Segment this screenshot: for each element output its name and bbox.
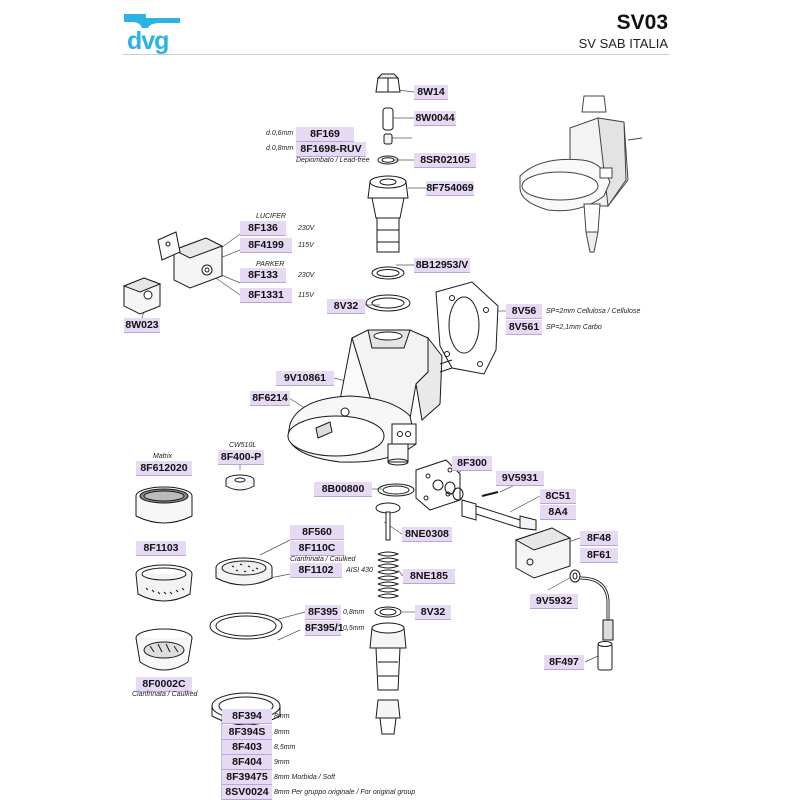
- note-115v-b: 115V: [298, 292, 314, 299]
- part-label-8f395[interactable]: 8F395: [305, 605, 341, 620]
- note-matrix: Matrix: [153, 453, 173, 460]
- note-lucifer: LUCIFER: [256, 213, 286, 220]
- part-label-9v5932[interactable]: 9V5932: [530, 594, 578, 609]
- part-label-9v5931[interactable]: 9V5931: [496, 471, 544, 486]
- part-label-8v32-top[interactable]: 8V32: [327, 299, 365, 314]
- part-label-8f404[interactable]: 8F404: [222, 755, 272, 770]
- part-label-8f6214[interactable]: 8F6214: [250, 391, 290, 406]
- part-label-8f136[interactable]: 8F136: [240, 221, 286, 236]
- note-230v-b: 230V: [298, 272, 315, 279]
- part-label-8f133[interactable]: 8F133: [240, 268, 286, 283]
- part-label-8v561[interactable]: 8V561: [506, 320, 542, 335]
- part-label-8b12953v[interactable]: 8B12953/V: [414, 258, 470, 273]
- part-label-8f1331[interactable]: 8F1331: [240, 288, 292, 303]
- part-label-8f110c[interactable]: 8F110C: [290, 541, 344, 556]
- part-label-8f39475[interactable]: 8F39475: [222, 770, 272, 785]
- note-cw510l: CW510L: [229, 442, 257, 449]
- part-label-8w0044[interactable]: 8W0044: [414, 111, 456, 126]
- note-aisi430: AISI 430: [346, 567, 373, 574]
- part-label-8f61[interactable]: 8F61: [580, 548, 618, 563]
- part-label-8v32-bottom[interactable]: 8V32: [415, 605, 451, 620]
- note-8mm-a: 8mm: [274, 713, 290, 720]
- part-label-8f395-1[interactable]: 8F395/1: [305, 621, 344, 636]
- dvg-logo-mark: [124, 14, 180, 28]
- part-label-8f48[interactable]: 8F48: [580, 531, 618, 546]
- logo: dvg: [127, 27, 169, 55]
- part-label-8f1102[interactable]: 8F1102: [290, 563, 342, 578]
- note-sp21: SP=2,1mm Carbo: [546, 324, 602, 331]
- part-label-8f4199[interactable]: 8F4199: [240, 238, 292, 253]
- part-label-8c51[interactable]: 8C51: [540, 489, 576, 504]
- part-label-8sv0024[interactable]: 8SV0024: [222, 785, 272, 800]
- part-label-8f560[interactable]: 8F560: [290, 525, 344, 540]
- note-lead-free: Depiombato / Lead-free: [296, 157, 370, 164]
- note-8mm-b: 8mm: [274, 729, 290, 736]
- part-label-8ne185[interactable]: 8NE185: [403, 569, 455, 584]
- part-label-8f394[interactable]: 8F394: [222, 709, 272, 724]
- note-d08: d.0,8mm: [266, 145, 294, 152]
- part-label-8a4[interactable]: 8A4: [540, 505, 576, 520]
- note-d06: d.0,6mm: [266, 130, 294, 137]
- part-label-9v10861[interactable]: 9V10861: [276, 371, 334, 386]
- part-label-8sr02105[interactable]: 8SR02105: [414, 153, 476, 168]
- part-label-8ne0308[interactable]: 8NE0308: [402, 527, 452, 542]
- part-label-8f497[interactable]: 8F497: [544, 655, 584, 670]
- part-label-8f1103[interactable]: 8F1103: [136, 541, 186, 556]
- note-sp2: SP=2mm Cellulosa / Cellulose: [546, 308, 641, 315]
- note-caulked-1: Cianfrinata / Caulked: [290, 556, 356, 563]
- part-label-8w023[interactable]: 8W023: [124, 318, 160, 333]
- part-label-8f169[interactable]: 8F169: [296, 127, 354, 142]
- part-label-8f403[interactable]: 8F403: [222, 740, 272, 755]
- part-label-8f394s[interactable]: 8F394S: [222, 725, 272, 740]
- part-label-8f754069[interactable]: 8F754069: [426, 181, 474, 196]
- note-parker: PARKER: [256, 261, 285, 268]
- part-label-8b00800[interactable]: 8B00800: [314, 482, 372, 497]
- note-115v-a: 115V: [298, 242, 314, 249]
- note-caulked-2: Cianfrinata / Caulked: [132, 691, 198, 698]
- part-label-8w14[interactable]: 8W14: [414, 85, 448, 100]
- part-label-8f300[interactable]: 8F300: [452, 456, 492, 471]
- note-230v-a: 230V: [298, 225, 315, 232]
- header-divider: [122, 54, 670, 55]
- page-subtitle: SV SAB ITALIA: [578, 36, 668, 51]
- note-9mm: 9mm: [274, 759, 290, 766]
- part-label-8f612020[interactable]: 8F612020: [136, 461, 192, 476]
- part-label-8f0002c[interactable]: 8F0002C: [136, 677, 192, 692]
- part-label-8v56[interactable]: 8V56: [506, 304, 542, 319]
- page-title: SV03: [616, 11, 668, 34]
- note-0-8mm: 0,8mm: [343, 609, 365, 616]
- note-soft: 8mm Morbida / Soft: [274, 774, 336, 781]
- part-label-8f1698-ruv[interactable]: 8F1698-RUV: [296, 142, 366, 157]
- note-8-5mm: 8,5mm: [274, 744, 296, 751]
- note-original-group: 8mm Per gruppo originale / For original …: [274, 789, 416, 796]
- part-label-8f400-p[interactable]: 8F400-P: [218, 450, 264, 465]
- note-0-5mm: 0,5mm: [343, 625, 365, 632]
